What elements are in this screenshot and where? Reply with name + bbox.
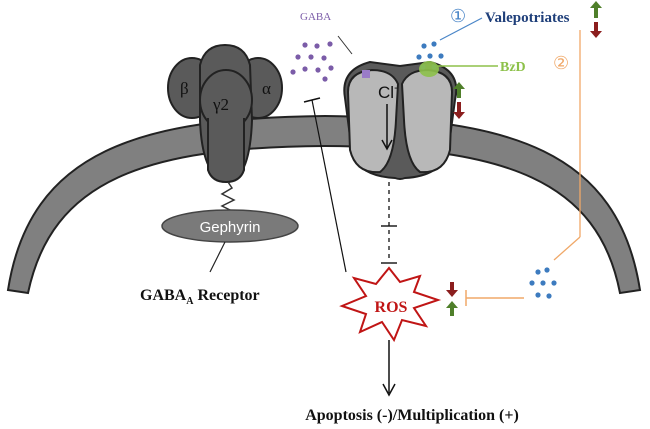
gaba-molecules	[290, 41, 334, 82]
subunit-beta-label: β	[180, 79, 189, 98]
arrow-down-icon	[453, 102, 465, 119]
pathway-1-marker: ①	[450, 6, 466, 26]
gaba-label-pointer	[337, 35, 353, 55]
subunit-alpha-label: α	[262, 79, 271, 98]
gaba-a-receptor-complex: β γ2 α	[167, 43, 283, 184]
receptor-label: GABAA Receptor	[140, 287, 260, 307]
arrow-up-icon	[453, 82, 465, 98]
gephyrin-label: Gephyrin	[200, 219, 261, 236]
pathway-2-to-dots	[553, 236, 581, 261]
ros-to-outcome-arrowhead	[382, 383, 396, 397]
ros-label: ROS	[375, 299, 408, 316]
chloride-label-main: Cl	[378, 83, 394, 102]
cell-membrane	[6, 114, 642, 295]
outcome-label: Apoptosis (-)/Multiplication (+)	[305, 407, 519, 424]
gaba-label: GABA	[300, 11, 331, 23]
chloride-influx-arrowhead	[381, 139, 393, 151]
ros-burst	[339, 266, 442, 343]
arrow-down-icon	[590, 22, 602, 38]
gaba-ros-line	[311, 99, 347, 273]
pathway-1-line	[439, 17, 483, 41]
arrow-down-icon	[446, 282, 458, 297]
channel-notch	[362, 70, 370, 78]
receptor-label-main: GABA	[140, 287, 187, 304]
subunit-gamma2-label: γ2	[212, 95, 229, 114]
gaba-ros-inhibition-bar	[303, 97, 321, 103]
bzd-binding-site	[419, 61, 439, 77]
arrow-up-icon	[446, 301, 458, 316]
receptor-label-rest: Receptor	[193, 287, 259, 304]
arrow-up-icon	[590, 1, 602, 18]
chloride-label-sup: -	[394, 82, 398, 94]
receptor-stem	[207, 118, 245, 184]
chloride-channel	[343, 60, 458, 180]
channel-right-half	[400, 68, 454, 174]
bzd-label: BzD	[500, 60, 526, 75]
receptor-label-sub: A	[186, 296, 194, 307]
valepotriate-molecules-cytosol	[529, 267, 557, 299]
receptor-label-pointer	[209, 241, 226, 273]
valepotriates-label: Valepotriates	[485, 10, 570, 26]
pathway-2-marker: ②	[553, 53, 569, 73]
chloride-label: Cl-	[378, 82, 398, 102]
gephyrin-protein	[161, 209, 299, 243]
